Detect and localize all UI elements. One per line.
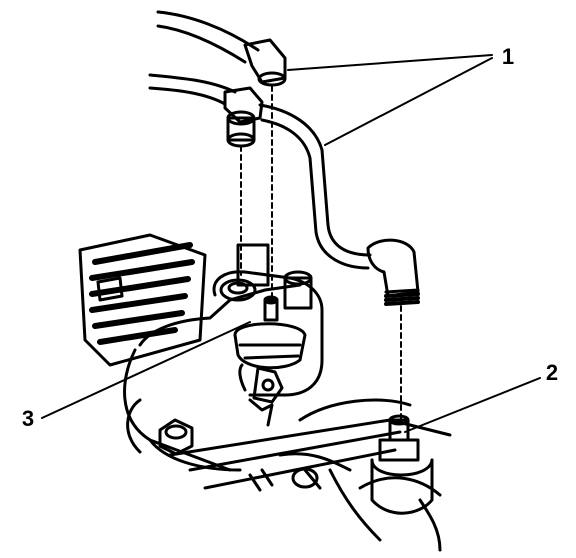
- bolt-left: [158, 418, 194, 456]
- alignment-lines: [240, 85, 402, 421]
- engine-block: [78, 233, 452, 552]
- leader-lines: [41, 54, 541, 433]
- vacuum-hoses: [148, 10, 420, 306]
- callout-1: 1: [502, 44, 514, 69]
- hose-elbow-second: [223, 86, 264, 148]
- callout-2: 2: [546, 360, 558, 385]
- plug-lower: [291, 467, 322, 490]
- throttle-body: [212, 243, 324, 427]
- hose-elbow-right: [366, 238, 420, 306]
- sensor-cap: [283, 270, 313, 310]
- vacuum-fitting: [370, 414, 434, 515]
- ribbed-cover-fins: [89, 242, 195, 345]
- callout-3: 3: [22, 406, 34, 431]
